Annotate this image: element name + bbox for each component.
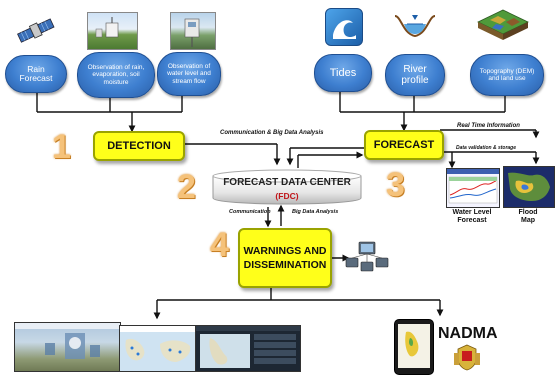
step-number-1: 1	[52, 128, 71, 166]
topography-label: Topography (DEM) and land use	[479, 67, 535, 82]
flood-map-caption: Flood Map	[503, 209, 553, 225]
fdc-title: FORECAST DATA CENTER	[223, 177, 351, 188]
rain-forecast-label: Rain Forecast	[19, 63, 53, 83]
forecast-label: FORECAST	[373, 139, 435, 151]
comm-big-data-label: Communication & Big Data Analysis	[220, 130, 324, 136]
fdc-abbr: (FDC)	[275, 191, 299, 201]
tides-cloud: Tides	[314, 54, 372, 92]
realtime-info-label: Real Time Information	[457, 123, 520, 129]
gauging-station-photo	[170, 12, 216, 50]
river-profile-cloud: River profile	[385, 54, 445, 96]
rain-forecast-cloud: Rain Forecast	[5, 55, 67, 93]
topography-map-icon	[476, 8, 530, 46]
tablet-screen	[398, 324, 430, 368]
weather-station-photo	[87, 12, 138, 50]
tides-icon	[325, 8, 363, 46]
tablet-device-icon	[394, 319, 434, 375]
nadma-label: NADMA	[438, 325, 498, 342]
observation-water-label: Observation of water level and stream fl…	[167, 63, 211, 85]
observation-rain-cloud: Observation of rain, evaporation, soil m…	[77, 52, 155, 98]
flood-map-caption-line2: Map	[521, 217, 535, 225]
water-level-forecast-caption: Water Level Forecast	[443, 209, 501, 225]
step-number-3: 3	[386, 166, 405, 204]
warnings-label-line2: DISSEMINATION	[243, 259, 327, 271]
water-level-forecast-chart	[446, 168, 500, 208]
tides-label: Tides	[329, 66, 357, 79]
flood-map-image	[503, 166, 555, 208]
coat-of-arms-icon	[452, 343, 482, 371]
water-level-caption-line2: Forecast	[457, 217, 487, 225]
forecast-box: FORECAST	[364, 130, 444, 160]
river-profile-icon	[393, 10, 437, 44]
warnings-box: WARNINGS AND DISSEMINATION	[238, 228, 332, 288]
communication-label: Communication	[229, 209, 271, 215]
observation-rain-label: Observation of rain, evaporation, soil m…	[87, 64, 145, 86]
river-profile-label: River profile	[401, 64, 429, 86]
big-data-label: Big Data Analysis	[292, 209, 339, 215]
connected-devices-icon	[344, 240, 390, 276]
dashboard-screenshot	[195, 325, 301, 372]
step-number-2: 2	[177, 168, 196, 206]
web-portal-screenshot	[14, 322, 121, 372]
warnings-label-line1: WARNINGS AND	[243, 244, 327, 257]
data-validation-label: Data validation & storage	[456, 145, 517, 151]
map-portal-screenshot	[119, 325, 197, 372]
forecast-data-center: FORECAST DATA CENTER (FDC)	[211, 168, 363, 208]
water-level-caption-line1: Water Level	[452, 209, 492, 216]
step-number-4: 4	[210, 226, 229, 264]
flood-map-caption-line1: Flood	[518, 209, 538, 216]
satellite-icon	[12, 12, 60, 50]
topography-cloud: Topography (DEM) and land use	[470, 54, 544, 96]
observation-water-cloud: Observation of water level and stream fl…	[157, 52, 221, 96]
detection-box: DETECTION	[93, 131, 185, 161]
detection-label: DETECTION	[107, 140, 171, 152]
